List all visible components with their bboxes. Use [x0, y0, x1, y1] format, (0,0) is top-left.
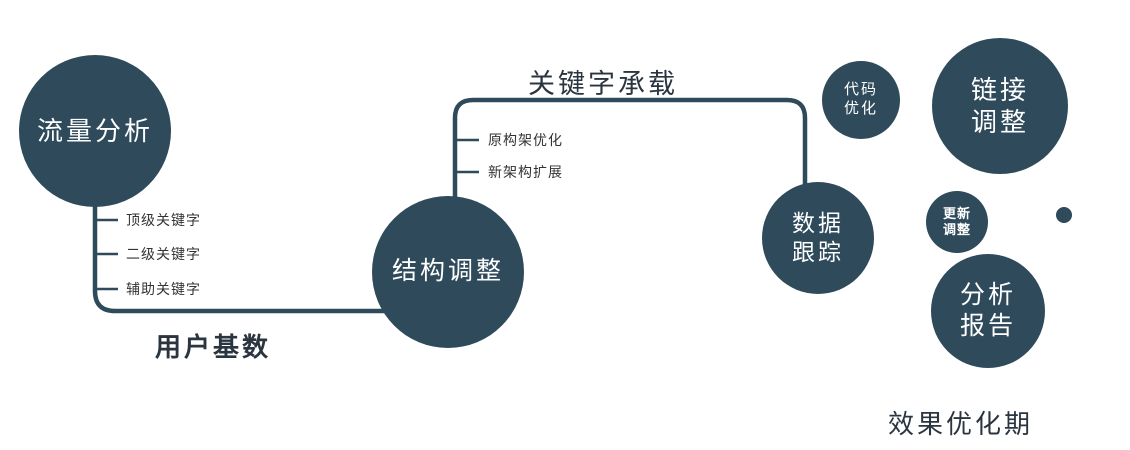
- connector-structure-to-tracking: [452, 97, 808, 250]
- node-link-adjustment-line1: 链接: [970, 74, 1029, 105]
- node-update-adjustment-line2: 调整: [942, 222, 971, 237]
- footer-label-effect-optimization: 效果优化期: [888, 409, 1034, 439]
- edge-label-user-base: 用户基数: [155, 332, 272, 362]
- node-code-optimization-line2: 优化: [843, 100, 878, 117]
- bullet-dot: [1056, 207, 1072, 223]
- branch-label-arch-expand: 新架构扩展: [488, 164, 563, 180]
- node-analysis-report-line2: 报告: [959, 312, 1016, 340]
- node-traffic-analysis-label: 流量分析: [36, 115, 153, 146]
- node-link-adjustment-line2: 调整: [970, 107, 1029, 137]
- node-traffic-analysis: 流量分析: [19, 55, 171, 207]
- node-data-tracking: 数据 跟踪: [762, 182, 874, 294]
- node-structure-adjustment-label: 结构调整: [391, 257, 504, 286]
- node-code-optimization-line1: 代码: [843, 81, 878, 99]
- node-analysis-report-line1: 分析: [959, 280, 1016, 309]
- node-code-optimization: 代码 优化: [822, 61, 900, 139]
- branch-label-arch-optimize: 原构架优化: [488, 132, 563, 148]
- node-structure-adjustment: 结构调整: [372, 196, 524, 348]
- edge-label-keyword-bearing: 关键字承载: [528, 69, 678, 99]
- connector-traffic-to-structure: [92, 150, 448, 314]
- node-data-tracking-line1: 数据: [792, 210, 844, 237]
- branch-label-second-keyword: 二级关键字: [126, 246, 201, 262]
- node-analysis-report: 分析 报告: [931, 254, 1045, 368]
- node-update-adjustment-line1: 更新: [942, 205, 971, 221]
- branch-label-top-keyword: 顶级关键字: [126, 212, 201, 228]
- node-update-adjustment: 更新 调整: [926, 191, 988, 253]
- node-data-tracking-line2: 跟踪: [792, 239, 844, 265]
- node-link-adjustment: 链接 调整: [932, 38, 1068, 174]
- branch-label-aux-keyword: 辅助关键字: [126, 281, 201, 297]
